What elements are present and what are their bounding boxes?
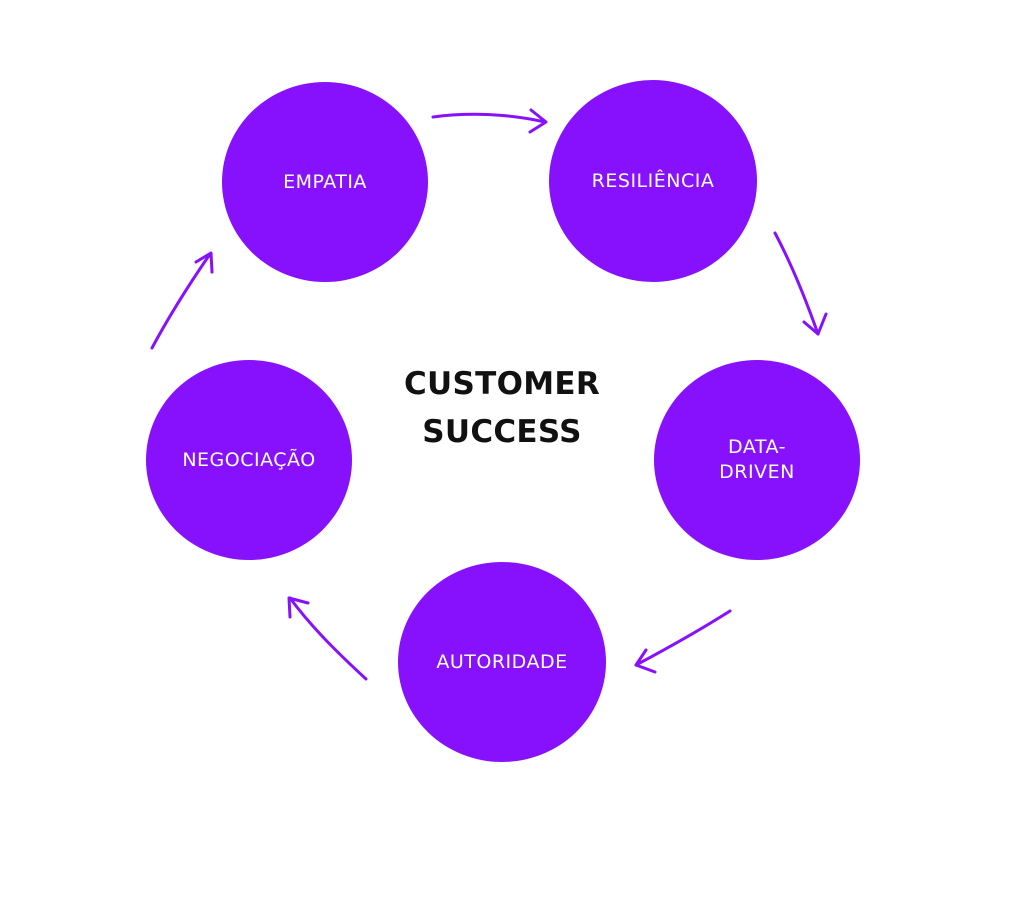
center-title: CUSTOMER SUCCESS	[352, 360, 652, 456]
center-title-line1: CUSTOMER	[403, 366, 601, 402]
node-autoridade-label: AUTORIDADE	[436, 650, 568, 673]
node-data-driven-label-line1: DATA-	[728, 436, 786, 459]
node-empatia: EMPATIA	[222, 82, 428, 282]
arrow-empatia-to-resiliencia	[431, 108, 548, 134]
node-data-driven-label-line2: DRIVEN	[719, 461, 795, 483]
center-title-line2: SUCCESS	[422, 414, 582, 450]
arrow-resiliencia-to-datadriven	[773, 231, 828, 336]
node-negociacao: NEGOCIAÇÃO	[146, 360, 352, 560]
node-negociacao-label: NEGOCIAÇÃO	[182, 448, 316, 471]
node-resiliencia-label: RESILIÊNCIA	[591, 169, 715, 192]
node-data-driven: DATA- DRIVEN	[654, 360, 860, 560]
arrow-datadriven-to-autoridade	[634, 609, 732, 674]
node-empatia-label: EMPATIA	[283, 170, 367, 193]
arrow-autoridade-to-negociacao	[287, 596, 368, 681]
node-resiliencia: RESILIÊNCIA	[549, 80, 757, 282]
arrow-negociacao-to-empatia	[150, 251, 214, 350]
node-autoridade: AUTORIDADE	[398, 562, 606, 762]
